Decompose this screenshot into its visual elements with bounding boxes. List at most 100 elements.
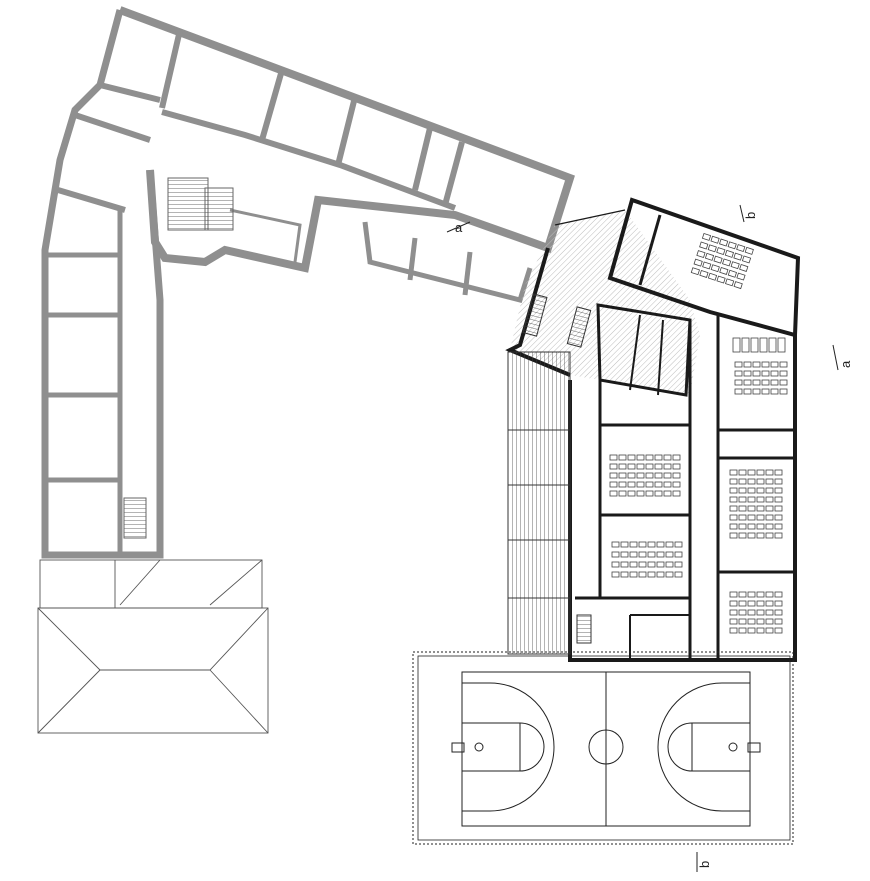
court-center-circle xyxy=(588,729,624,765)
desk xyxy=(738,478,747,485)
desk xyxy=(747,532,756,539)
section-label-b-bottom: b xyxy=(697,861,712,868)
desk xyxy=(752,370,761,377)
desk xyxy=(729,532,738,539)
desk xyxy=(609,463,618,470)
desk xyxy=(759,337,768,353)
desk xyxy=(729,496,738,503)
desk xyxy=(752,388,761,395)
top-classroom-desks xyxy=(690,232,754,290)
desk xyxy=(777,337,786,353)
desk xyxy=(629,551,638,558)
desk xyxy=(636,481,645,488)
desk xyxy=(730,261,740,270)
desk xyxy=(729,600,738,607)
desk xyxy=(765,600,774,607)
desk xyxy=(734,379,743,386)
desk xyxy=(756,487,765,494)
desk xyxy=(736,272,746,281)
desk xyxy=(734,370,743,377)
desk xyxy=(618,454,627,461)
desk xyxy=(710,235,720,244)
desk xyxy=(707,244,717,253)
desk xyxy=(765,609,774,616)
desk xyxy=(647,541,656,548)
desk xyxy=(774,505,783,512)
desk xyxy=(743,370,752,377)
desk xyxy=(779,361,788,368)
desk xyxy=(629,541,638,548)
desk xyxy=(696,250,706,259)
desk xyxy=(609,481,618,488)
desk xyxy=(719,238,729,247)
desk xyxy=(765,627,774,634)
desk xyxy=(744,246,754,255)
desk xyxy=(756,532,765,539)
desk xyxy=(729,609,738,616)
desk xyxy=(645,490,654,497)
desk xyxy=(747,478,756,485)
desk xyxy=(620,551,629,558)
desk xyxy=(647,571,656,578)
desk xyxy=(729,523,738,530)
desk xyxy=(611,561,620,568)
desk xyxy=(618,481,627,488)
desk xyxy=(665,561,674,568)
desk xyxy=(654,463,663,470)
desk xyxy=(627,463,636,470)
desk xyxy=(729,591,738,598)
desk xyxy=(629,571,638,578)
desk xyxy=(645,481,654,488)
desk xyxy=(743,388,752,395)
desk xyxy=(645,463,654,470)
new-stair-1 xyxy=(522,293,548,337)
desk xyxy=(765,487,774,494)
desk xyxy=(747,591,756,598)
desk xyxy=(733,252,743,261)
desk xyxy=(738,609,747,616)
desk xyxy=(756,627,765,634)
new-stair-2 xyxy=(566,306,592,348)
old-stair-2 xyxy=(204,187,234,231)
desk xyxy=(739,264,749,272)
desk xyxy=(774,618,783,625)
desk xyxy=(699,270,709,278)
desk xyxy=(765,532,774,539)
desk xyxy=(774,600,783,607)
desk xyxy=(618,472,627,479)
desk xyxy=(627,490,636,497)
desk xyxy=(672,454,681,461)
desk xyxy=(672,490,681,497)
desk xyxy=(713,255,723,264)
desk xyxy=(752,379,761,386)
desk xyxy=(761,388,770,395)
desk xyxy=(779,370,788,377)
desk xyxy=(656,561,665,568)
section-marker-b-bottom: b xyxy=(696,852,712,872)
desk xyxy=(654,472,663,479)
desk xyxy=(611,571,620,578)
desk xyxy=(656,571,665,578)
desk xyxy=(609,472,618,479)
desk xyxy=(674,541,683,548)
desk xyxy=(618,490,627,497)
desk xyxy=(636,463,645,470)
desk xyxy=(704,252,715,261)
desk xyxy=(647,551,656,558)
desk xyxy=(618,463,627,470)
desk xyxy=(638,541,647,548)
desk xyxy=(638,551,647,558)
desk xyxy=(747,627,756,634)
desk xyxy=(645,472,654,479)
desk xyxy=(725,278,735,287)
section-marker-a-right: a xyxy=(832,344,853,371)
section-label-b-top: b xyxy=(743,212,758,219)
desk xyxy=(743,379,752,386)
desk xyxy=(738,600,747,607)
desk xyxy=(729,478,738,485)
desk xyxy=(774,591,783,598)
desk xyxy=(738,627,747,634)
desk xyxy=(629,561,638,568)
old-stair-1 xyxy=(167,177,209,231)
desk xyxy=(774,523,783,530)
